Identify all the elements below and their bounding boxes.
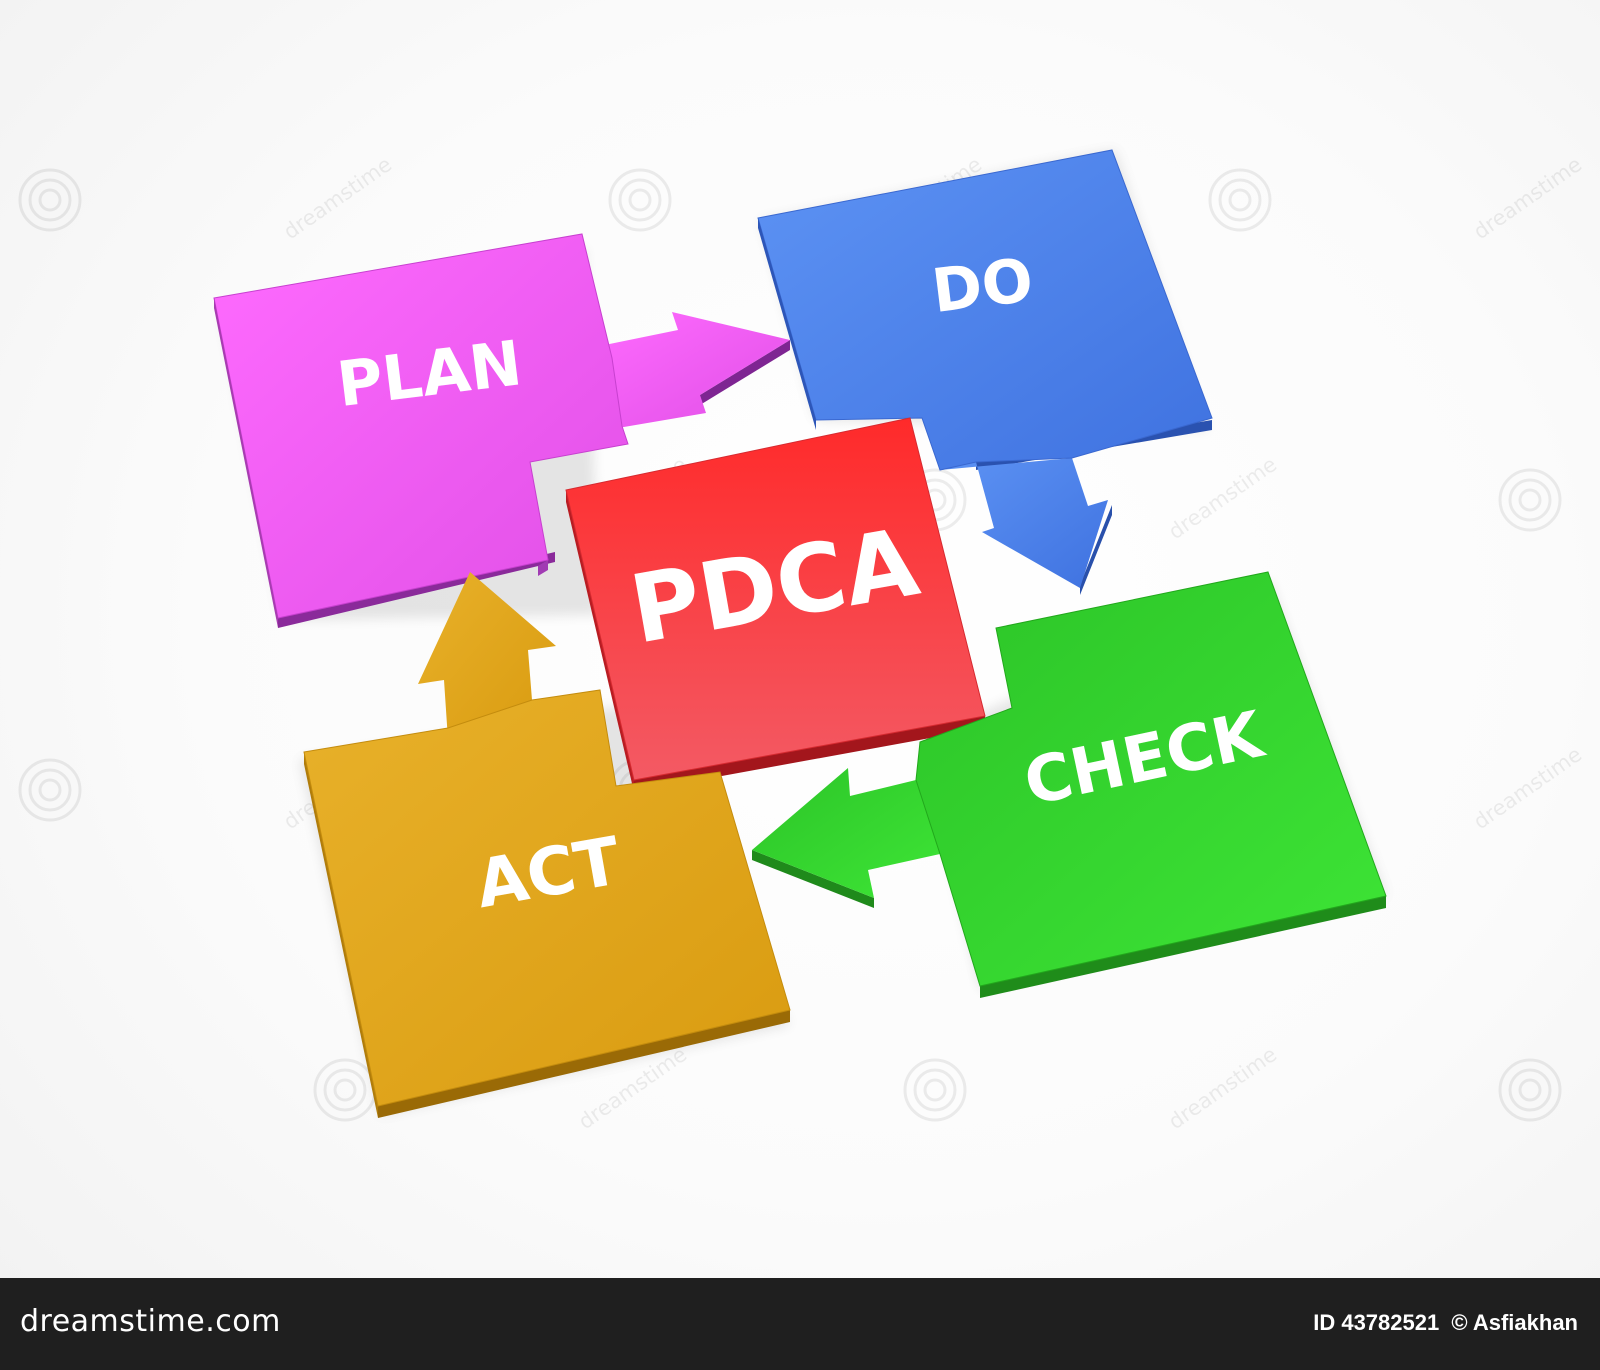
check-box bbox=[915, 571, 1387, 987]
watermark-logo bbox=[608, 168, 672, 232]
watermark-logo bbox=[903, 1058, 967, 1122]
watermark-text: dreamstime bbox=[279, 152, 396, 244]
check-arrow bbox=[752, 768, 940, 898]
plan-arrow bbox=[590, 312, 790, 428]
watermark-text: dreamstime bbox=[1164, 1042, 1281, 1134]
plan-box bbox=[213, 233, 629, 619]
watermark-logo bbox=[313, 1058, 377, 1122]
do-box bbox=[757, 149, 1213, 471]
watermark-text: dreamstime bbox=[1469, 152, 1586, 244]
image-id: ID 43782521 bbox=[1313, 1310, 1440, 1335]
act-arrow bbox=[418, 572, 556, 740]
footer-brand-logo: dreamstime.com bbox=[20, 1304, 281, 1339]
do-arrow bbox=[940, 458, 1108, 588]
plan-step: PLAN bbox=[213, 233, 790, 628]
watermark-logo bbox=[18, 168, 82, 232]
pdca-box bbox=[565, 417, 986, 781]
watermark-text: dreamstime bbox=[1164, 452, 1281, 544]
do-label: DO bbox=[928, 245, 1037, 327]
pdca-cycle-diagram: dreamstime dreamstime dreamstime dreamstime… bbox=[18, 149, 1586, 1134]
watermark-logo bbox=[1208, 168, 1272, 232]
footer-bar: dreamstime.com ID 43782521 © Asfiakhan bbox=[0, 1278, 1600, 1370]
footer-credit: ID 43782521 © Asfiakhan bbox=[1307, 1310, 1578, 1336]
act-box bbox=[303, 689, 791, 1107]
watermark-logo bbox=[18, 758, 82, 822]
watermark-logo bbox=[1498, 468, 1562, 532]
watermark-logo bbox=[1498, 1058, 1562, 1122]
act-step: ACT bbox=[303, 572, 791, 1118]
author-credit: © Asfiakhan bbox=[1451, 1310, 1578, 1335]
watermark-text: dreamstime bbox=[1469, 742, 1586, 834]
pdca-center: PDCA bbox=[565, 417, 986, 792]
check-step: CHECK bbox=[752, 571, 1387, 998]
do-step: DO bbox=[757, 149, 1213, 595]
